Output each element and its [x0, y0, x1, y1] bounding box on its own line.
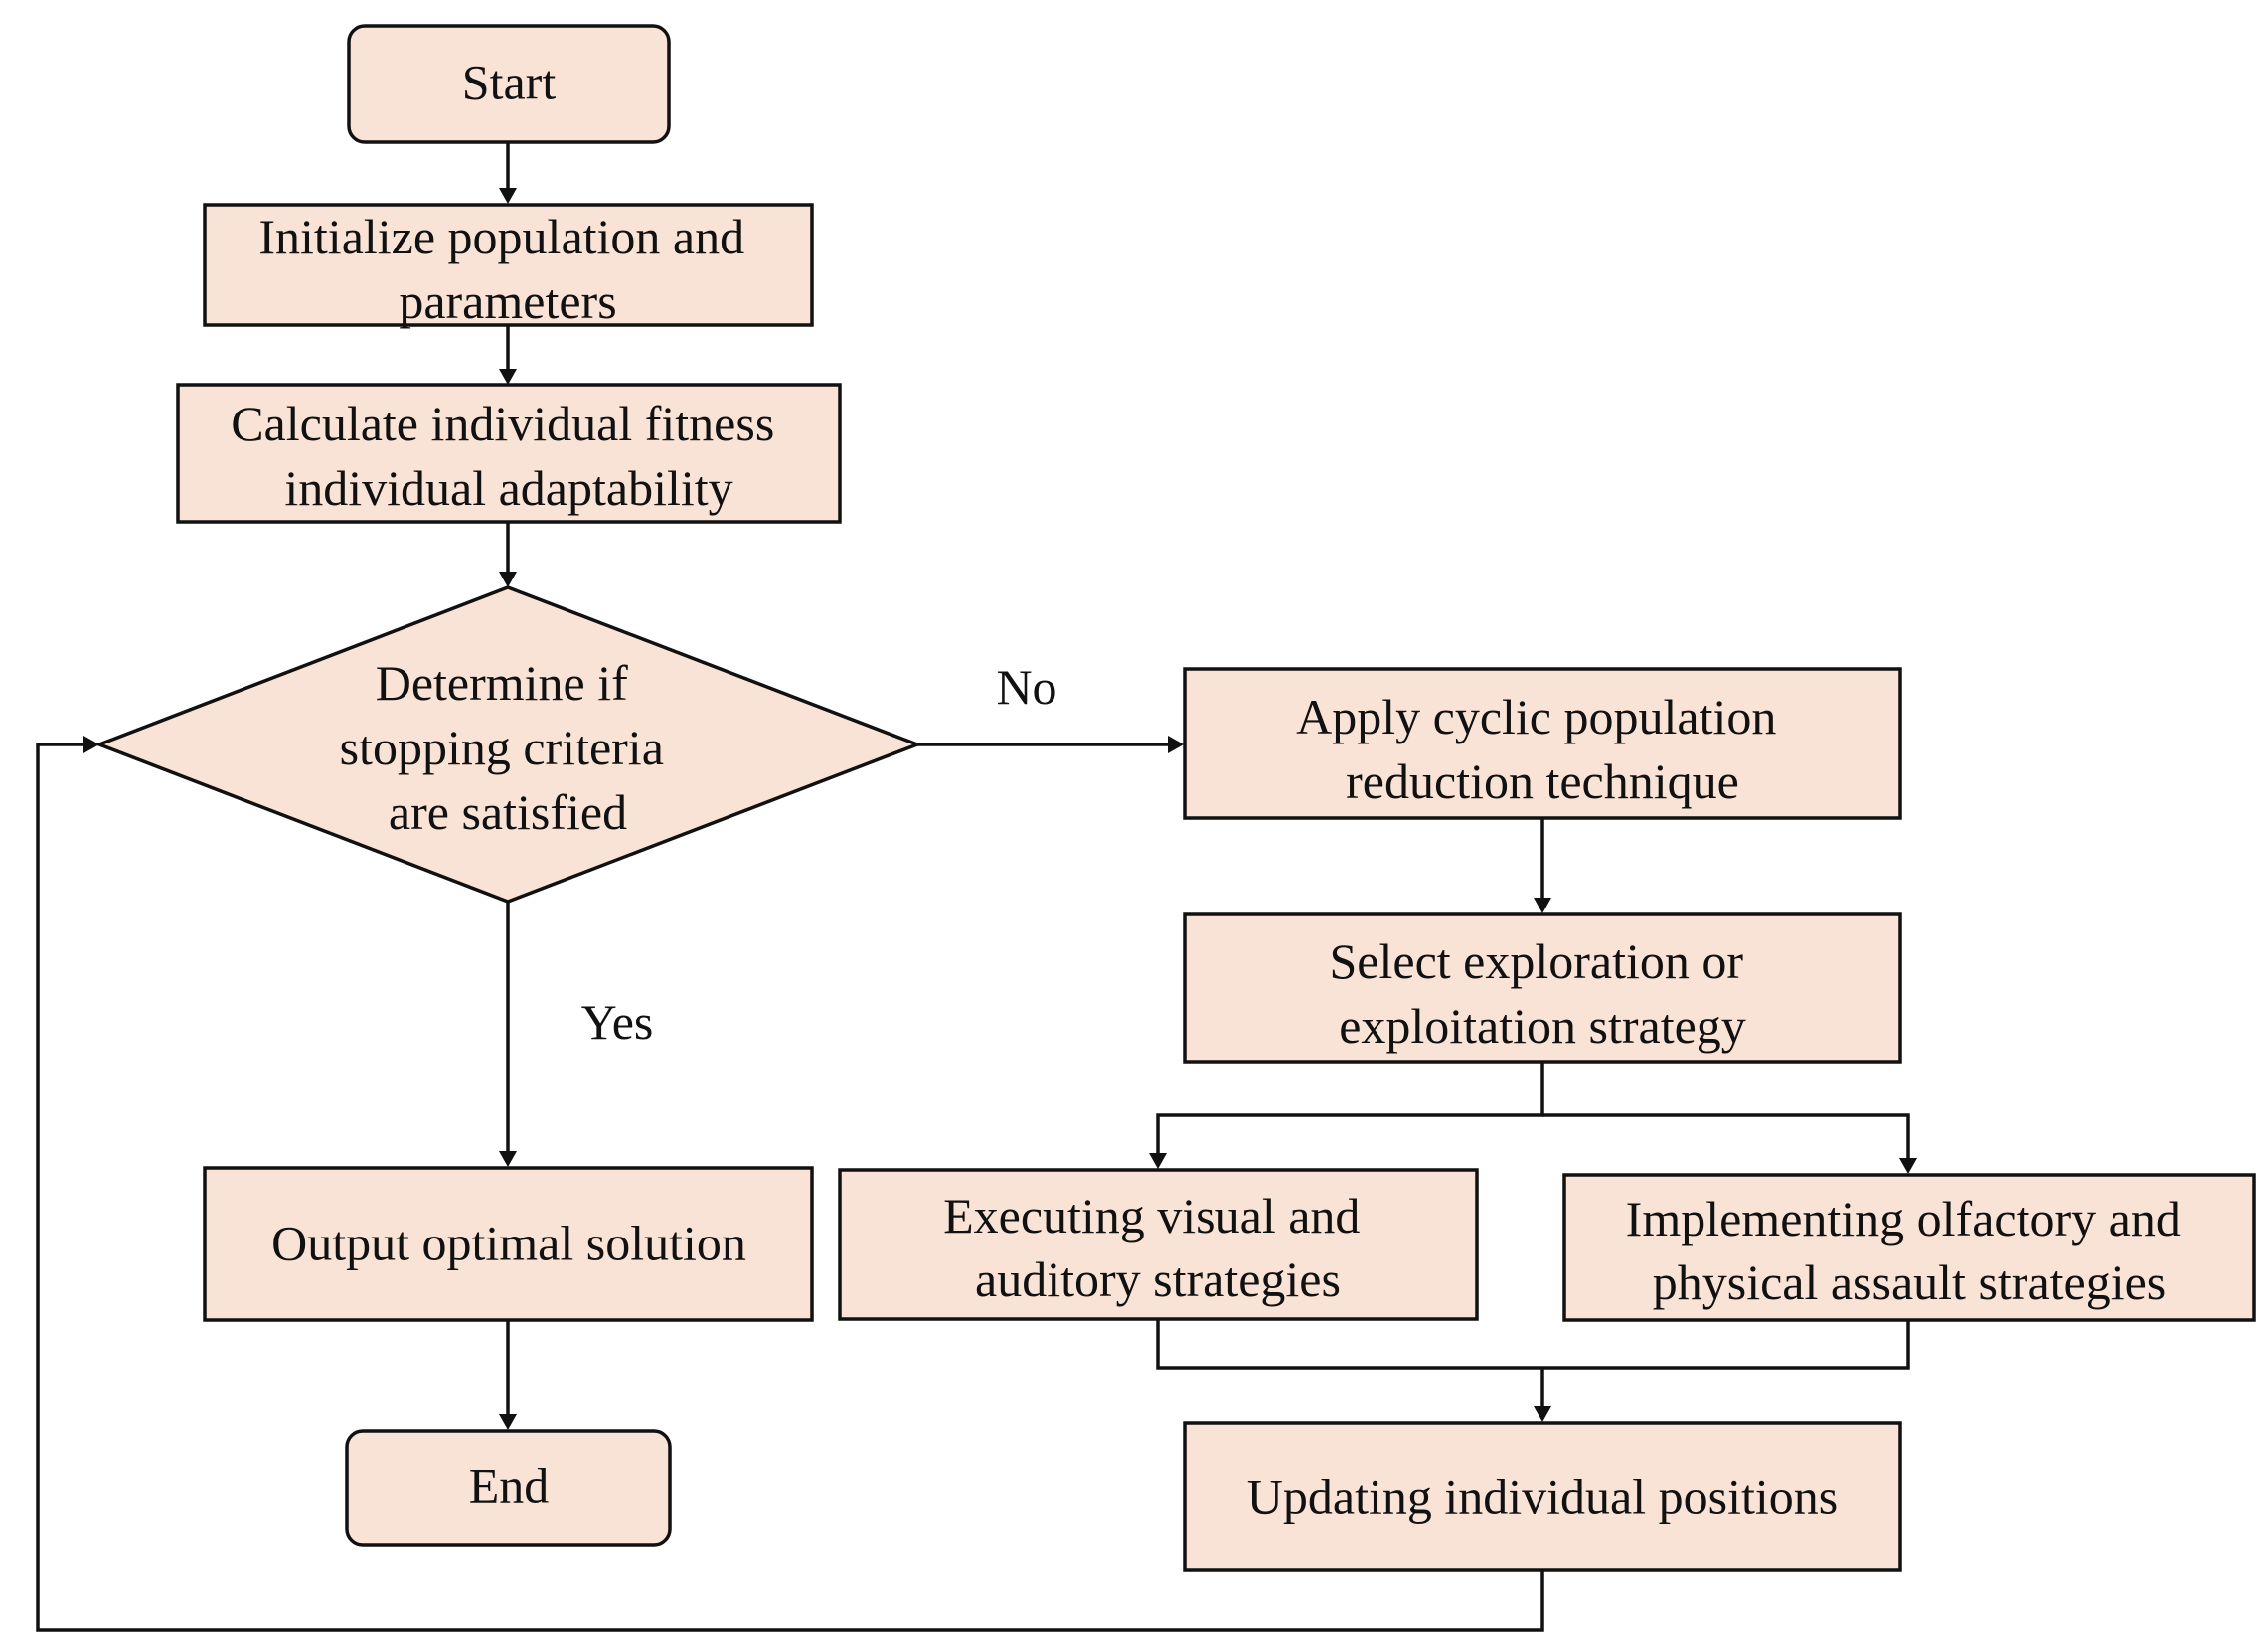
update-process-shape: [1183, 1421, 1902, 1572]
start-terminal-shape: [347, 24, 671, 144]
olfactory-process-shape: [1562, 1173, 2256, 1322]
node-end: End: [345, 1429, 672, 1547]
cyclic-process-shape: [1183, 667, 1902, 820]
node-output: Output optimal solution: [203, 1166, 814, 1322]
arrowhead-decision-cyclic: [1168, 736, 1184, 753]
edge-visual-merge: [1156, 1320, 1910, 1370]
olfactory-label-line1: Implementing olfactory and: [1626, 1191, 2181, 1246]
node-fitness: Calculate individual fitness individual …: [176, 383, 842, 524]
decision-diamond-shape: [94, 585, 922, 904]
decision-label-line1: Determine if: [376, 655, 628, 711]
olfactory-label-line2: physical assault strategies: [1653, 1254, 2167, 1310]
node-select: Select exploration or exploitation strat…: [1183, 912, 1902, 1064]
edge-update-loop-back: [36, 743, 1544, 1632]
node-init: Initialize population and parameters: [203, 203, 814, 329]
cyclic-label-line1: Apply cyclic population: [1296, 689, 1776, 744]
node-start: Start: [347, 24, 671, 144]
node-visual: Executing visual and auditory strategies: [838, 1168, 1479, 1321]
svg-text:Initialize population and: Initialize population and parameters: [258, 209, 756, 329]
decision-label-line3: are satisfied: [389, 784, 627, 840]
output-label: Output optimal solution: [271, 1215, 746, 1270]
start-label: Start: [462, 54, 557, 109]
edge-label-yes: Yes: [581, 994, 654, 1050]
edge-label-no: No: [996, 659, 1056, 715]
edge-split-olfactory: [1542, 1113, 1910, 1163]
cyclic-label-line2: reduction technique: [1346, 753, 1739, 809]
edge-select-split: [1156, 1063, 1544, 1158]
end-terminal-shape: [345, 1429, 672, 1547]
node-cyclic: Apply cyclic population reduction techni…: [1183, 667, 1902, 820]
visual-label-line2: auditory strategies: [975, 1251, 1341, 1307]
init-label-line2: parameters: [399, 273, 616, 329]
select-label-line2: exploitation strategy: [1339, 998, 1746, 1054]
svg-text:Select exploration or ex: Select exploration or exploitation strat…: [1329, 933, 1755, 1054]
node-update: Updating individual positions: [1183, 1421, 1902, 1572]
svg-text:Apply cyclic population: Apply cyclic population reduction techni…: [1296, 689, 1789, 809]
end-label: End: [469, 1457, 550, 1513]
arrowhead-decision-output: [499, 1151, 517, 1167]
select-process-shape: [1183, 912, 1902, 1064]
init-label-line1: Initialize population and: [258, 209, 744, 264]
svg-text:Executing visual and aud: Executing visual and auditory strategies: [943, 1188, 1373, 1307]
fitness-label-line1: Calculate individual fitness: [231, 396, 774, 451]
arrowhead-split-olfactory: [1899, 1158, 1917, 1174]
visual-process-shape: [838, 1168, 1479, 1321]
output-process-shape: [203, 1166, 814, 1322]
fitness-label-line2: individual adaptability: [284, 460, 732, 516]
decision-label-line2: stopping criteria: [340, 720, 664, 775]
arrowhead-loop-decision: [83, 736, 99, 753]
svg-text:Calculate individual fitness: Calculate individual fitness individual …: [231, 396, 787, 516]
arrowhead-start-init: [499, 188, 517, 204]
node-olfactory: Implementing olfactory and physical assa…: [1562, 1173, 2256, 1322]
svg-text:Implementing olfactory and: Implementing olfactory and physical assa…: [1626, 1191, 2193, 1310]
connectors: [36, 143, 1917, 1632]
arrowhead-cyclic-select: [1534, 898, 1551, 913]
svg-text:Determine if stopping cr: Determine if stopping criteria are satis…: [340, 655, 677, 840]
arrowhead-merge-update: [1534, 1406, 1551, 1422]
arrowhead-fitness-decision: [499, 572, 517, 587]
fitness-process-shape: [176, 383, 842, 524]
update-label: Updating individual positions: [1247, 1468, 1838, 1524]
visual-label-line1: Executing visual and: [943, 1188, 1360, 1243]
node-decision: Determine if stopping criteria are satis…: [94, 585, 922, 904]
init-process-shape: [203, 203, 814, 327]
select-label-line1: Select exploration or: [1329, 933, 1743, 989]
arrowhead-output-end: [499, 1414, 517, 1430]
arrowhead-init-fitness: [499, 369, 517, 385]
arrowhead-split-visual: [1149, 1153, 1167, 1169]
